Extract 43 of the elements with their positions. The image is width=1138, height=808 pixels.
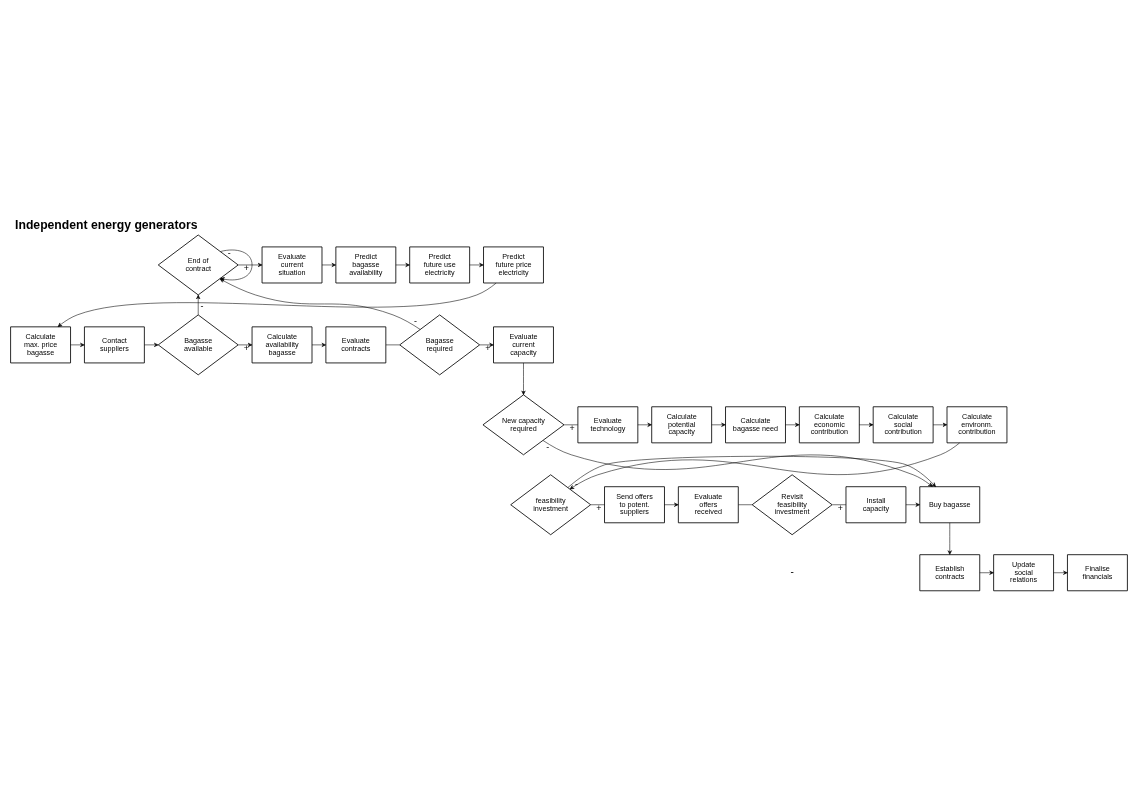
arrow [521,362,526,395]
arrow [469,262,484,267]
arrow [567,456,936,488]
connector [563,424,578,426]
connector [831,504,847,505]
arrow [711,422,726,427]
connector [590,504,605,505]
arrow [479,342,494,347]
arrow [57,282,497,327]
arrow [238,342,253,347]
arrow [664,502,679,507]
arrow [395,262,410,267]
edge-label: - [227,247,231,258]
arrow [1053,570,1068,575]
arrow [196,294,201,316]
arrow [785,422,800,427]
edge-label: + [243,342,249,353]
edge-label: + [596,502,602,513]
edge-label: - [414,316,418,327]
arrow [311,342,326,347]
label: - [790,566,794,578]
arrow [144,342,159,347]
arrow [542,440,933,487]
arrow [859,422,874,427]
arrow [70,342,85,347]
arrow [979,570,994,575]
arrow [238,262,263,267]
diagram-title: Independent energy generators [15,217,198,232]
edge-label: - [200,300,204,311]
connector [738,504,753,505]
edge-label: + [569,422,575,433]
arrow [637,422,652,427]
arrow [947,522,952,555]
arrow [905,502,920,507]
edge-label: - [546,442,550,453]
edge-label: + [243,262,249,273]
edge-label: + [837,502,843,513]
arrow [932,422,948,427]
edge-label: - [575,479,579,490]
edge-label: + [485,342,491,353]
arrow [321,262,336,267]
arrow [569,442,960,490]
connector [385,344,400,346]
